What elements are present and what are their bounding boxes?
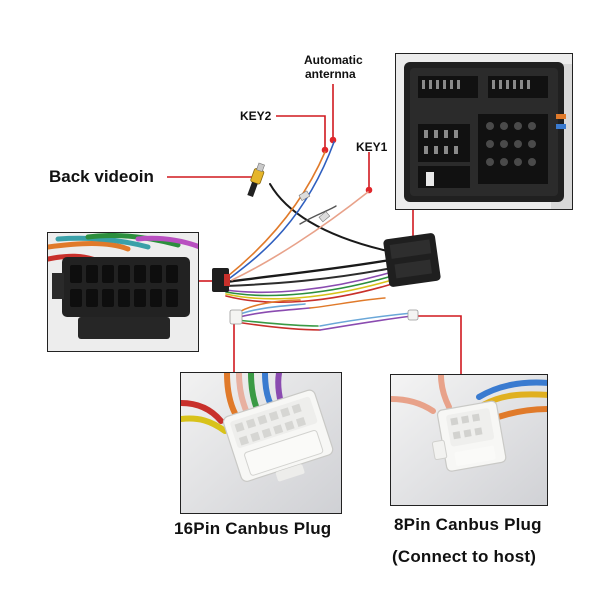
harness-quadlock-connector-icon [383, 233, 441, 287]
quadlock-connector-photo [395, 53, 573, 210]
rca-plug-icon [247, 162, 265, 198]
harness-8pin-plug-icon [407, 309, 419, 321]
antenna-label-line1: Automatic [304, 53, 363, 67]
pin16-plug-photo [180, 372, 342, 514]
pin8-callout-line [414, 315, 462, 374]
pin8-note-label: (Connect to host) [392, 547, 537, 566]
back-video-label: Back videoin [49, 167, 154, 186]
callout-lines [167, 84, 462, 374]
inline-sleeve-icon [298, 190, 311, 202]
wires [224, 141, 413, 331]
inline-sleeve-icon [318, 211, 331, 223]
harness-16pin-plug-icon [229, 309, 243, 325]
pin8-plug-label: 8Pin Canbus Plug [394, 515, 542, 534]
iso-connector-photo [47, 232, 199, 352]
pin8-plug-photo [390, 374, 548, 506]
pin16-plug-label: 16Pin Canbus Plug [174, 519, 332, 538]
key1-label: KEY1 [356, 140, 388, 154]
key2-label: KEY2 [240, 109, 272, 123]
antenna-label-line2: anternna [305, 67, 356, 81]
key2-callout-line [276, 115, 326, 148]
